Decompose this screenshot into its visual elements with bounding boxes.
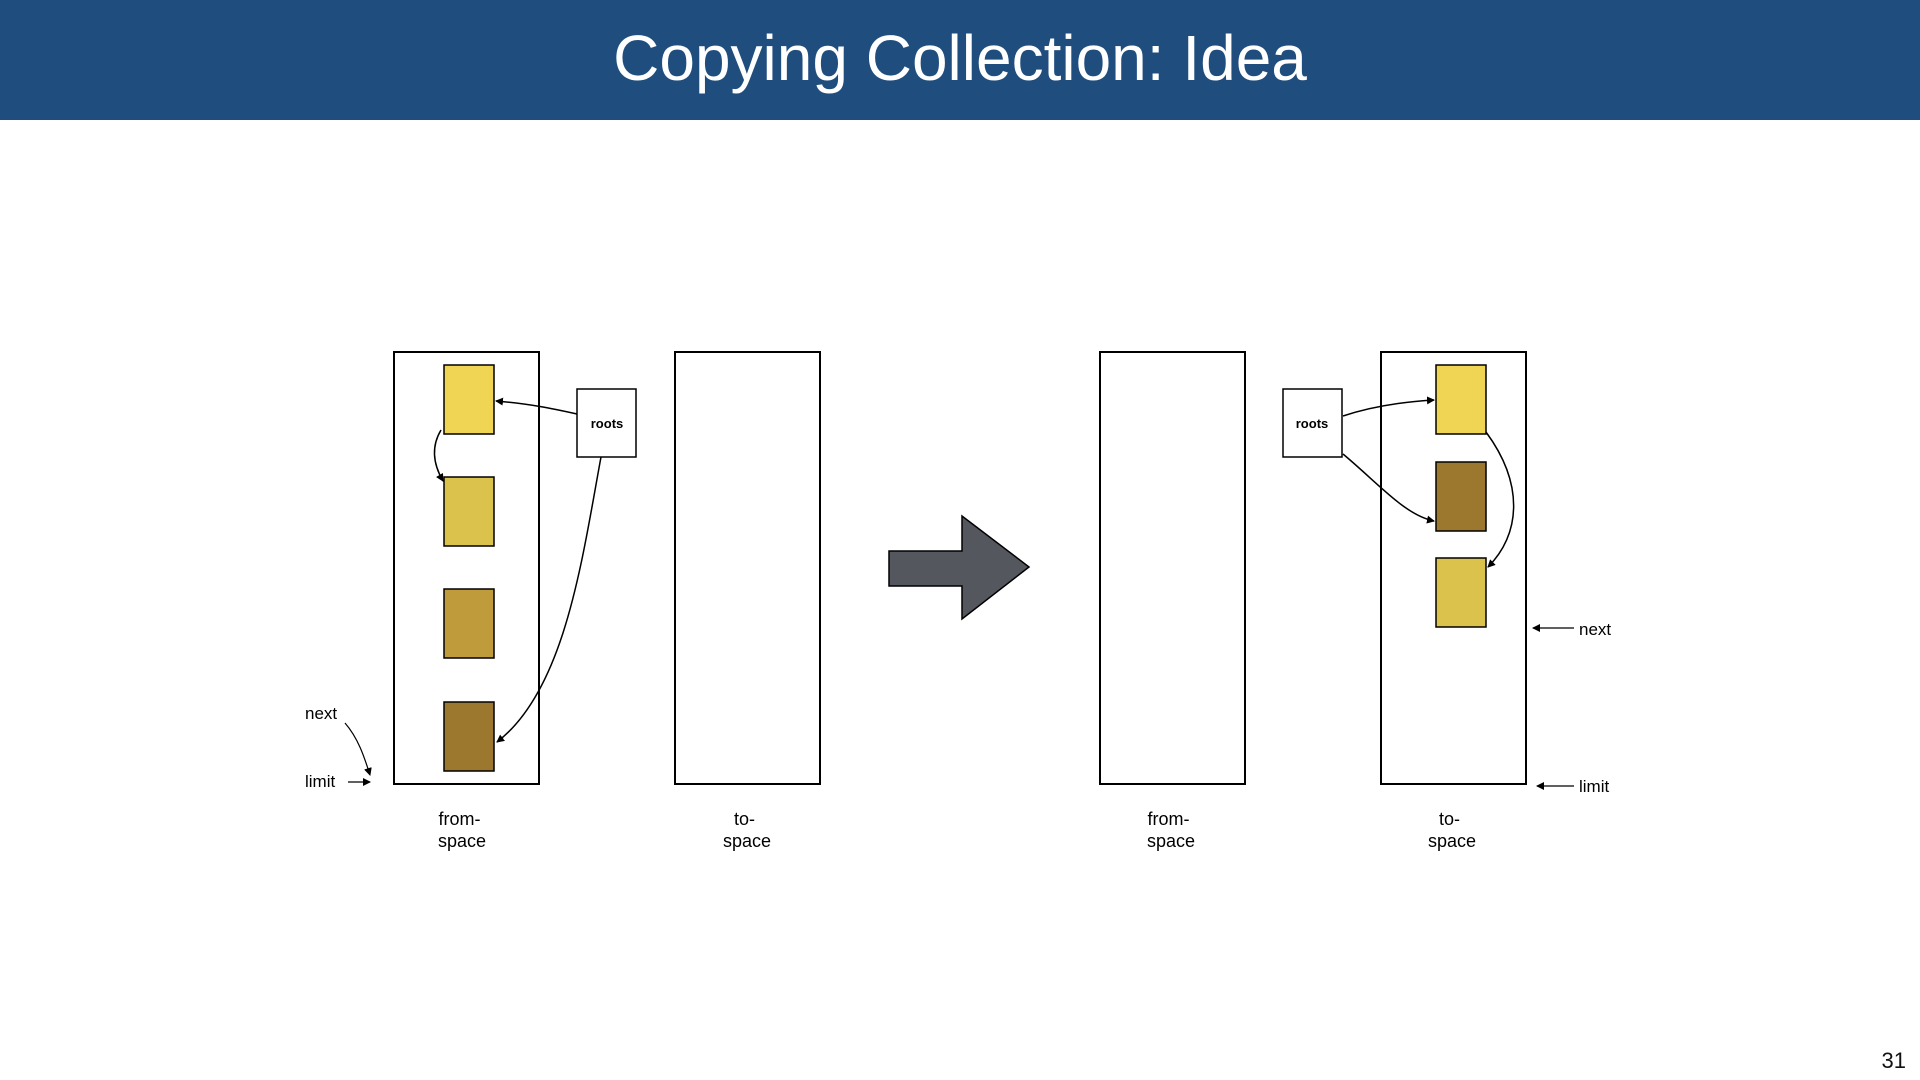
before-from-space-label: from- space bbox=[438, 809, 486, 851]
page-number: 31 bbox=[1881, 1048, 1906, 1073]
before-object-1-to-object-2-arrow bbox=[433, 429, 444, 482]
after-roots-to-object-2-arrow bbox=[1342, 453, 1435, 524]
after-from-space bbox=[1099, 351, 1246, 785]
before-roots-label: roots bbox=[591, 416, 624, 431]
after-roots-box bbox=[1282, 388, 1343, 458]
after-from-space-label: from- space bbox=[1147, 809, 1195, 851]
after-object-1-to-object-3-arrow bbox=[1485, 431, 1515, 568]
before-object-4 bbox=[443, 701, 495, 772]
after-to-space-label-line-1: to- bbox=[1439, 809, 1460, 829]
before-next-arrow bbox=[344, 722, 372, 776]
after-object-3 bbox=[1435, 557, 1487, 628]
after-roots-to-object-1-arrow bbox=[1342, 396, 1435, 417]
before-roots-to-object-1-arrow bbox=[495, 397, 578, 415]
after-from-space-label-line-1: from- bbox=[1147, 809, 1189, 829]
before-to-space-label-line-2: space bbox=[723, 831, 771, 851]
after-next-label: next bbox=[1579, 620, 1611, 639]
before-from-space-label-line-2: space bbox=[438, 831, 486, 851]
after-to-space-label: to- space bbox=[1428, 809, 1476, 851]
before-to-space bbox=[674, 351, 821, 785]
before-to-space-label: to- space bbox=[723, 809, 771, 851]
before-next-label: next bbox=[305, 704, 337, 723]
before-object-2 bbox=[443, 476, 495, 547]
before-object-1 bbox=[443, 364, 495, 435]
slide-title: Copying Collection: Idea bbox=[613, 22, 1307, 94]
title-bar: Copying Collection: Idea bbox=[0, 0, 1920, 120]
before-limit-label: limit bbox=[305, 772, 335, 791]
after-object-1 bbox=[1435, 364, 1487, 435]
before-state: roots next limit from- space to- space bbox=[305, 351, 821, 851]
after-from-space-label-line-2: space bbox=[1147, 831, 1195, 851]
after-limit-label: limit bbox=[1579, 777, 1609, 796]
before-to-space-label-line-1: to- bbox=[734, 809, 755, 829]
before-roots-box bbox=[576, 388, 637, 458]
after-roots-label: roots bbox=[1296, 416, 1329, 431]
before-object-3 bbox=[443, 588, 495, 659]
before-roots-to-object-4-arrow bbox=[496, 456, 602, 743]
after-to-space-label-line-2: space bbox=[1428, 831, 1476, 851]
transition-arrow bbox=[888, 514, 1031, 621]
after-object-2 bbox=[1435, 461, 1487, 532]
before-from-space-label-line-1: from- bbox=[438, 809, 480, 829]
after-state: roots next limit from- space to- space bbox=[1099, 351, 1611, 851]
